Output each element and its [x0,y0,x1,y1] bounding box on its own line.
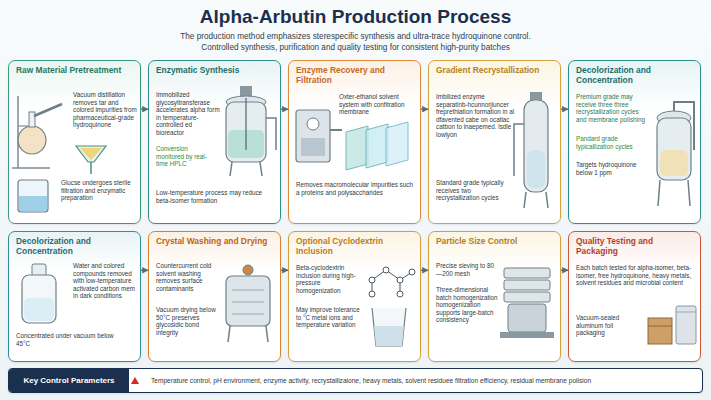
flow-arrow [281,270,288,271]
step-heading: Gradient Recrystallization [436,66,555,76]
process-box: Enzymatic SynthesisImmobilized glycosylt… [148,60,281,224]
step-text: Water and colored compounds removed with… [73,262,137,300]
step-text: Vacuum distillation removes tar and colo… [73,91,137,129]
step-heading: Optional Cyclodextrin Inclusion [296,237,415,256]
process-box: Optional Cyclodextrin InclusionBeta-cycl… [288,231,421,362]
diagram-title: Alpha-Arbutin Production Process [0,6,711,28]
step-heading: Raw Material Pretreatment [16,66,135,76]
step-heading: Enzymatic Synthesis [156,66,275,76]
step-heading: Decolorization and Concentration [576,66,695,85]
step-heading: Crystal Washing and Drying [156,237,275,247]
step-text: Removes macromolecular impurities such a… [296,181,415,196]
process-box: Quality Testing and PackagingEach batch … [568,231,701,362]
step-text: Each batch tested for alpha-isomer, beta… [576,264,695,287]
subtitle-line: Controlled synthesis, purification and q… [0,43,711,52]
step-text: Vacuum drying below 50°C preserves glyco… [156,306,220,336]
flow-arrow [141,270,148,271]
step-text: Premium grade may receive three three re… [576,93,650,123]
step-text: May improve tolerance to °C metal ions a… [296,306,362,329]
step-text: Oxter-ethanol solvent system with confit… [339,93,417,116]
process-box: Raw Material PretreatmentVacuum distilla… [8,60,141,224]
process-box: Decolorization and ConcentrationPremium … [568,60,701,224]
process-box: Decolorization and ConcentrationWater an… [8,231,141,362]
flow-arrow [561,109,568,110]
flow-arrow [141,109,148,110]
flow-arrow [421,270,428,271]
flow-arrow [421,109,428,110]
step-text: Beta-cyclodextrin inclusion during high-… [296,264,362,294]
step-text: Pandard grade typicallization cycles [576,135,646,150]
flow-arrow [281,109,288,110]
step-text: Three-dimensional batch homogenization h… [436,286,498,324]
step-text: Glucse undergoes sterile filtration and … [61,179,137,202]
parameter-list: Temperature control, pH environment, enz… [151,369,701,392]
step-text: Concentrated under vacuum below 45°C [16,332,116,347]
step-text: Countercurrent cold solvent washing remo… [156,262,220,292]
process-box: Crystal Washing and DryingCountercurrent… [148,231,281,362]
parameter-band: Key Control Parameters Temperature contro… [8,368,703,393]
process-box: Particle Size ControlPrecise sieving to … [428,231,561,362]
step-text: Targets hydroquinone below 1 ppm [576,161,646,176]
step-text: Standard grade typically receives two re… [436,179,510,202]
flow-arrow [561,270,568,271]
step-text: Imbilized enzyme separatinb-hcunnorjiunc… [436,93,516,138]
subtitle-line: The production method emphasizes steresp… [0,32,711,41]
step-heading: Decolorization and Concentration [16,237,135,256]
step-text: Conversion monitored by real-time HPLC [156,145,214,168]
step-text: Precise sieving to 80—200 mesh [436,262,498,277]
step-text: Vacuum-sealed aluminum foil packaging [576,314,642,337]
step-heading: Particle Size Control [436,237,555,247]
step-heading: Quality Testing and Packaging [576,237,695,256]
process-box: Enzyme Recovery and FiltrationOxter-etha… [288,60,421,224]
step-text: Immobilized glycosyltransferase accelera… [156,91,220,136]
step-text: Low-temperature process may reduce beta-… [156,189,275,204]
process-box: Gradient RecrystallizationImbilized enzy… [428,60,561,224]
band-label: Key Control Parameters [9,369,129,392]
step-heading: Enzyme Recovery and Filtration [296,66,415,85]
